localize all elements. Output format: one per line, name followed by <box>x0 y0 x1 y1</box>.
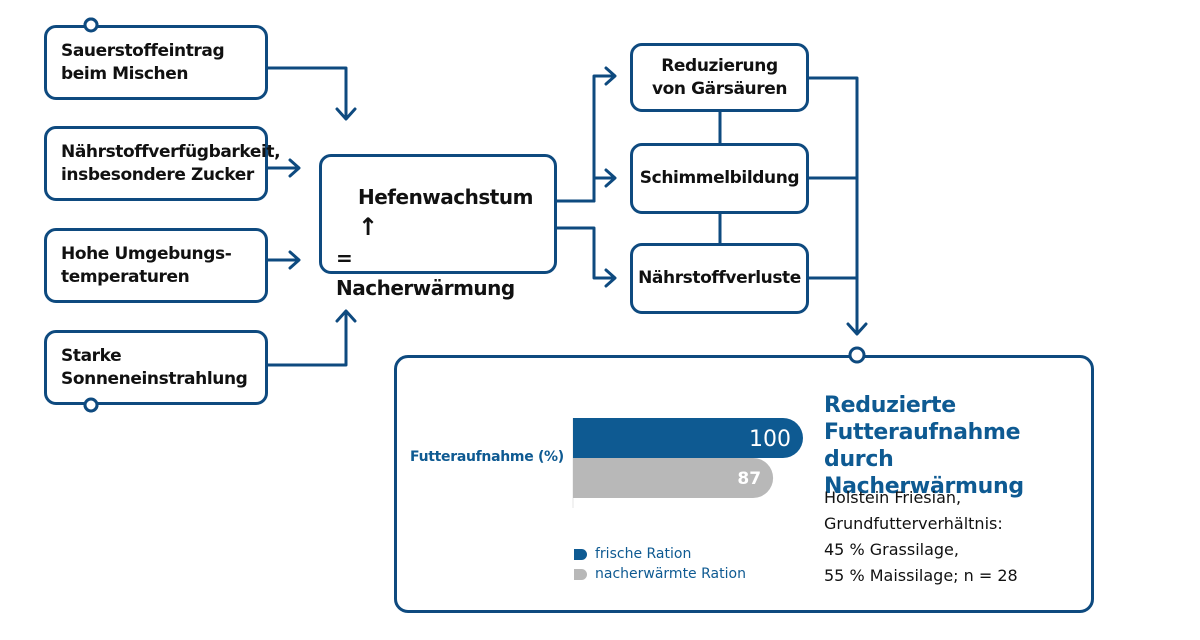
up-arrow-icon: ↑ <box>358 213 378 241</box>
hub-text: Hefenwachstum ↑ = Nacherwärmung <box>336 182 536 303</box>
legend-swatch-icon <box>574 568 587 580</box>
cause-box-sunlight: Starke Sonneneinstrahlung <box>44 330 268 405</box>
bar-value-label: 87 <box>737 469 761 489</box>
effect-box-acids: Reduzierung von Gärsäuren <box>630 43 809 112</box>
effect-label: Reduzierung von Gärsäuren <box>651 55 788 99</box>
bar-fresh-ration <box>573 418 803 458</box>
result-title: Reduzierte Futteraufnahme durch Nacherwä… <box>824 393 1024 499</box>
effect-box-nutrient-loss: Nährstoffverluste <box>630 243 809 314</box>
cause-label: Hohe Umgebungs- temperaturen <box>61 243 232 287</box>
effect-label: Nährstoffverluste <box>638 268 801 288</box>
bar-heated-ration <box>573 458 774 498</box>
chart-y-label: Futteraufnahme (%) <box>410 449 564 465</box>
effect-box-mould: Schimmelbildung <box>630 143 809 214</box>
legend-item-fresh: frische Ration <box>574 546 691 562</box>
cause-label: Sauerstoffeintrag beim Mischen <box>61 40 225 84</box>
hub-box-yeast-growth <box>319 154 557 274</box>
bar-value-label: 100 <box>749 427 791 452</box>
cause-box-nutrients: Nährstoffverfügbarkeit, insbesondere Zuc… <box>44 126 281 201</box>
legend-item-heated: nacherwärmte Ration <box>574 566 746 582</box>
result-description: Holstein Friesian, Grundfutterverhältnis… <box>824 488 1018 585</box>
cause-box-oxygen: Sauerstoffeintrag beim Mischen <box>44 25 268 100</box>
legend-label: frische Ration <box>595 546 692 562</box>
cause-label: Nährstoffverfügbarkeit, insbesondere Zuc… <box>61 141 281 185</box>
hub-line1: Hefenwachstum <box>358 185 533 209</box>
legend-label: nacherwärmte Ration <box>595 566 746 582</box>
legend-swatch-icon <box>574 548 587 560</box>
cause-box-temperature: Hohe Umgebungs- temperaturen <box>44 228 268 303</box>
cause-label: Starke Sonneneinstrahlung <box>61 345 248 389</box>
hub-line2: = Nacherwärmung <box>336 246 515 300</box>
effect-label: Schimmelbildung <box>639 168 800 188</box>
